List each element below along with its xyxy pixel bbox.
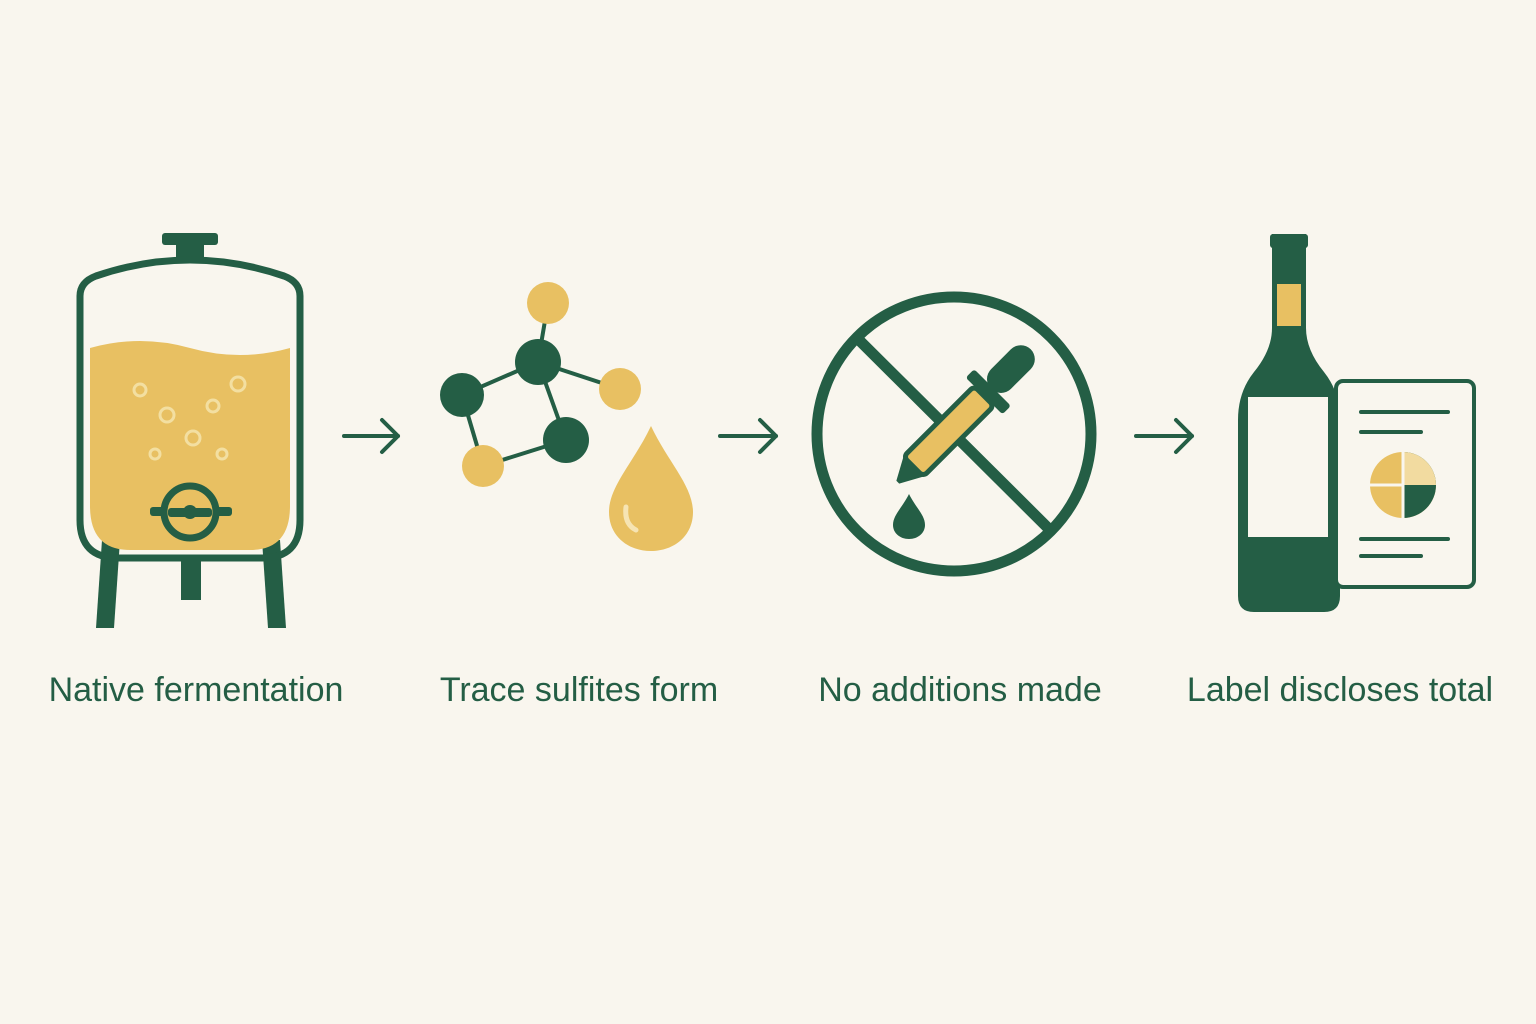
wine-bottle-icon — [1238, 234, 1340, 612]
droplet-icon — [609, 426, 693, 551]
step-label-no-additions-made: No additions made — [818, 671, 1102, 709]
step-label-native-fermentation: Native fermentation — [48, 671, 344, 709]
arrow-right-icon — [718, 418, 778, 454]
sulfite-molecule-icon — [440, 282, 693, 551]
no-dropper-icon — [811, 291, 1097, 577]
step-label-label-discloses-total: Label discloses total — [1186, 671, 1494, 709]
fermentation-tank-icon — [76, 233, 304, 628]
bottle-and-label-icon — [1238, 234, 1476, 612]
label-sheet-icon — [1334, 379, 1476, 589]
step-label-trace-sulfites-form: Trace sulfites form — [439, 671, 719, 709]
arrow-right-icon — [1134, 418, 1194, 454]
pie-chart-icon — [1370, 452, 1436, 518]
arrow-right-icon — [342, 418, 400, 454]
